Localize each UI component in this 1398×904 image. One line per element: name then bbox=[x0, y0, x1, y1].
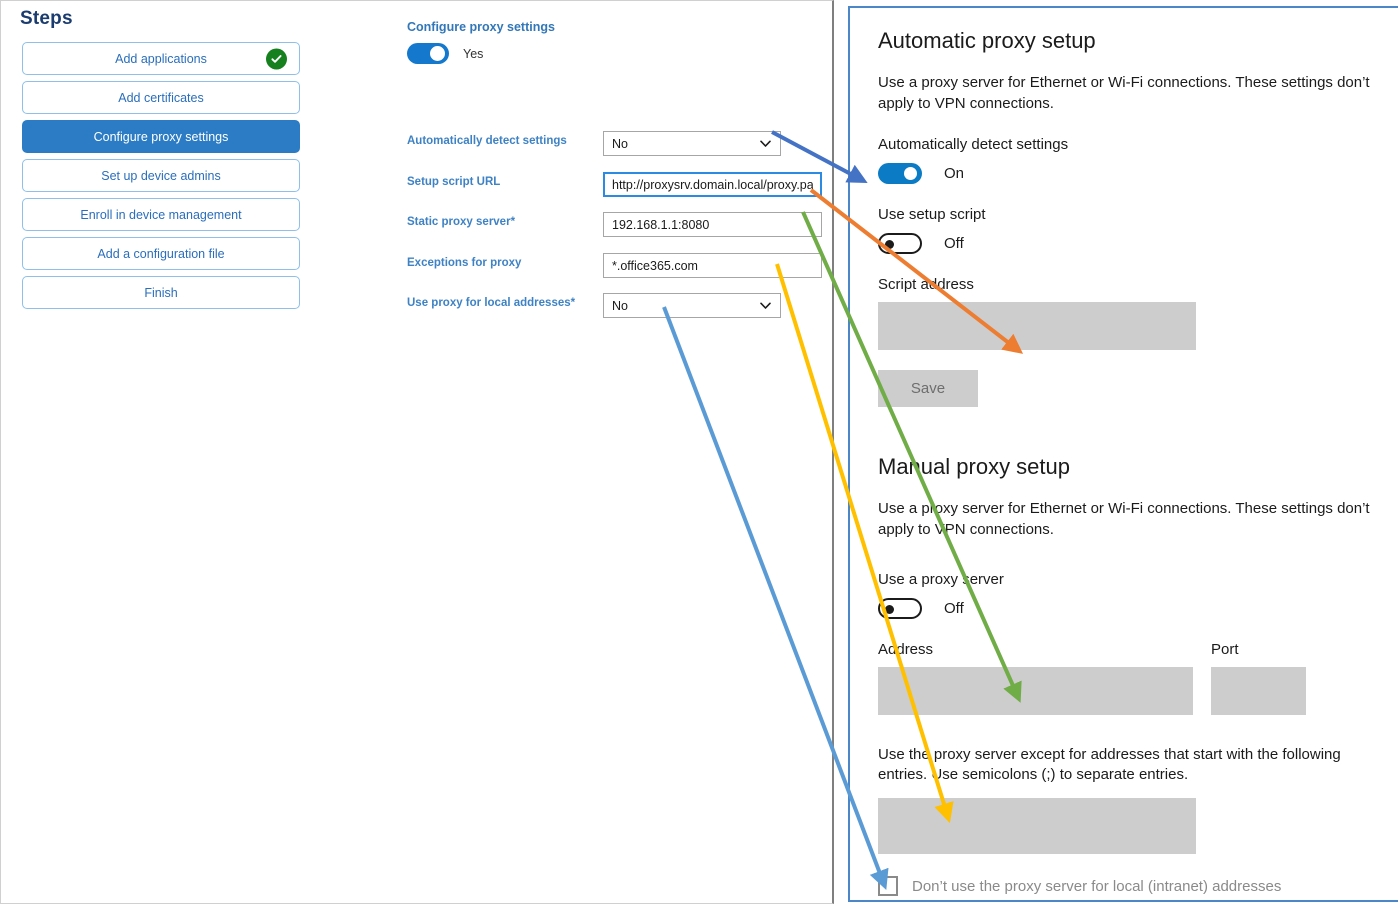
automatically-detect-settings-toggle[interactable] bbox=[878, 163, 922, 185]
windows-proxy-settings-panel: Automatic proxy setup Use a proxy server… bbox=[848, 6, 1398, 902]
static-proxy-server-input[interactable]: 192.168.1.1:8080 bbox=[603, 212, 822, 237]
address-group: Address bbox=[878, 641, 1193, 715]
port-input[interactable] bbox=[1211, 666, 1306, 715]
select-value: No bbox=[612, 298, 628, 313]
script-address-input[interactable] bbox=[878, 302, 1196, 351]
use-proxy-for-local-addresses-select[interactable]: No bbox=[603, 293, 781, 318]
sidebar-item-finish[interactable]: Finish bbox=[22, 276, 300, 309]
setup-script-url-input[interactable]: http://proxysrv.domain.local/proxy.pa bbox=[603, 172, 822, 197]
address-label: Address bbox=[878, 640, 934, 658]
sidebar-item-add-certificates[interactable]: Add certificates bbox=[22, 81, 300, 114]
use-setup-script-toggle[interactable] bbox=[878, 233, 922, 255]
bypass-local-addresses-row[interactable]: Don’t use the proxy server for local (in… bbox=[878, 876, 1388, 897]
required-marker: * bbox=[570, 297, 576, 309]
exceptions-input[interactable] bbox=[878, 798, 1196, 855]
steps-heading: Steps bbox=[20, 8, 73, 29]
field-label: Use proxy for local addresses* bbox=[407, 297, 576, 309]
step-label: Add certificates bbox=[118, 90, 204, 105]
field-label: Exceptions for proxy bbox=[407, 257, 522, 269]
step-label: Finish bbox=[144, 285, 178, 300]
manual-proxy-setup-heading: Manual proxy setup bbox=[878, 454, 1070, 480]
use-setup-script-toggle-row: Off bbox=[878, 233, 1388, 255]
use-a-proxy-server-toggle-row: Off bbox=[878, 597, 1388, 619]
sidebar-item-set-up-device-admins[interactable]: Set up device admins bbox=[22, 159, 300, 192]
use-setup-script-label: Use setup script bbox=[878, 206, 986, 224]
configure-proxy-toggle-row: Yes bbox=[407, 43, 483, 64]
bypass-local-addresses-label: Don’t use the proxy server for local (in… bbox=[912, 877, 1282, 895]
form-heading: Configure proxy settings bbox=[407, 20, 555, 34]
toggle-knob bbox=[885, 604, 894, 614]
chevron-down-icon bbox=[760, 302, 771, 309]
step-label: Configure proxy settings bbox=[93, 129, 229, 144]
check-circle-icon bbox=[266, 48, 287, 69]
use-a-proxy-server-toggle[interactable] bbox=[878, 597, 922, 619]
sidebar-item-add-a-configuration-file[interactable]: Add a configuration file bbox=[22, 237, 300, 270]
automatically-detect-settings-toggle-row: On bbox=[878, 163, 1388, 185]
automatic-proxy-setup-heading: Automatic proxy setup bbox=[878, 28, 1096, 53]
field-label: Setup script URL bbox=[407, 176, 501, 188]
select-value: No bbox=[612, 136, 628, 151]
use-a-proxy-server-state: Off bbox=[944, 599, 964, 617]
address-port-row: Address Port bbox=[878, 641, 1388, 715]
configure-proxy-toggle[interactable] bbox=[407, 43, 449, 64]
configure-proxy-toggle-label: Yes bbox=[463, 46, 484, 61]
settings-content: Automatic proxy setup Use a proxy server… bbox=[878, 8, 1388, 897]
steps-list: Add applications Add certificates Config… bbox=[22, 42, 300, 315]
chevron-down-icon bbox=[760, 140, 771, 147]
save-button[interactable]: Save bbox=[878, 370, 978, 408]
sidebar-item-enroll-in-device-management[interactable]: Enroll in device management bbox=[22, 198, 300, 231]
toggle-knob bbox=[885, 240, 894, 250]
step-label: Add applications bbox=[115, 51, 207, 66]
port-group: Port bbox=[1211, 641, 1306, 715]
script-address-label: Script address bbox=[878, 276, 974, 294]
step-label: Enroll in device management bbox=[80, 207, 242, 222]
toggle-knob bbox=[904, 167, 917, 181]
use-setup-script-state: Off bbox=[944, 235, 964, 253]
sidebar-item-configure-proxy-settings[interactable]: Configure proxy settings bbox=[22, 120, 300, 153]
manual-proxy-description: Use a proxy server for Ethernet or Wi-Fi… bbox=[878, 500, 1370, 539]
step-label: Set up device admins bbox=[101, 168, 221, 183]
automatically-detect-settings-label: Automatically detect settings bbox=[878, 136, 1069, 154]
address-input[interactable] bbox=[878, 666, 1193, 715]
exceptions-for-proxy-input[interactable]: *.office365.com bbox=[603, 253, 822, 278]
automatic-proxy-description: Use a proxy server for Ethernet or Wi-Fi… bbox=[878, 74, 1370, 112]
toggle-knob bbox=[430, 46, 445, 61]
exceptions-description: Use the proxy server except for addresse… bbox=[878, 745, 1341, 784]
required-marker: * bbox=[510, 216, 516, 228]
input-value: 192.168.1.1:8080 bbox=[612, 217, 710, 232]
input-value: *.office365.com bbox=[612, 258, 698, 273]
input-value: http://proxysrv.domain.local/proxy.pa bbox=[612, 177, 813, 192]
field-label: Automatically detect settings bbox=[407, 135, 567, 147]
step-label: Add a configuration file bbox=[97, 246, 225, 261]
checkbox-icon[interactable] bbox=[878, 876, 898, 897]
automatically-detect-settings-select[interactable]: No bbox=[603, 131, 781, 156]
field-label: Static proxy server* bbox=[407, 216, 516, 228]
automatically-detect-settings-state: On bbox=[944, 165, 965, 183]
use-a-proxy-server-label: Use a proxy server bbox=[878, 570, 1004, 588]
port-label: Port bbox=[1211, 640, 1239, 658]
sidebar-item-add-applications[interactable]: Add applications bbox=[22, 42, 300, 75]
